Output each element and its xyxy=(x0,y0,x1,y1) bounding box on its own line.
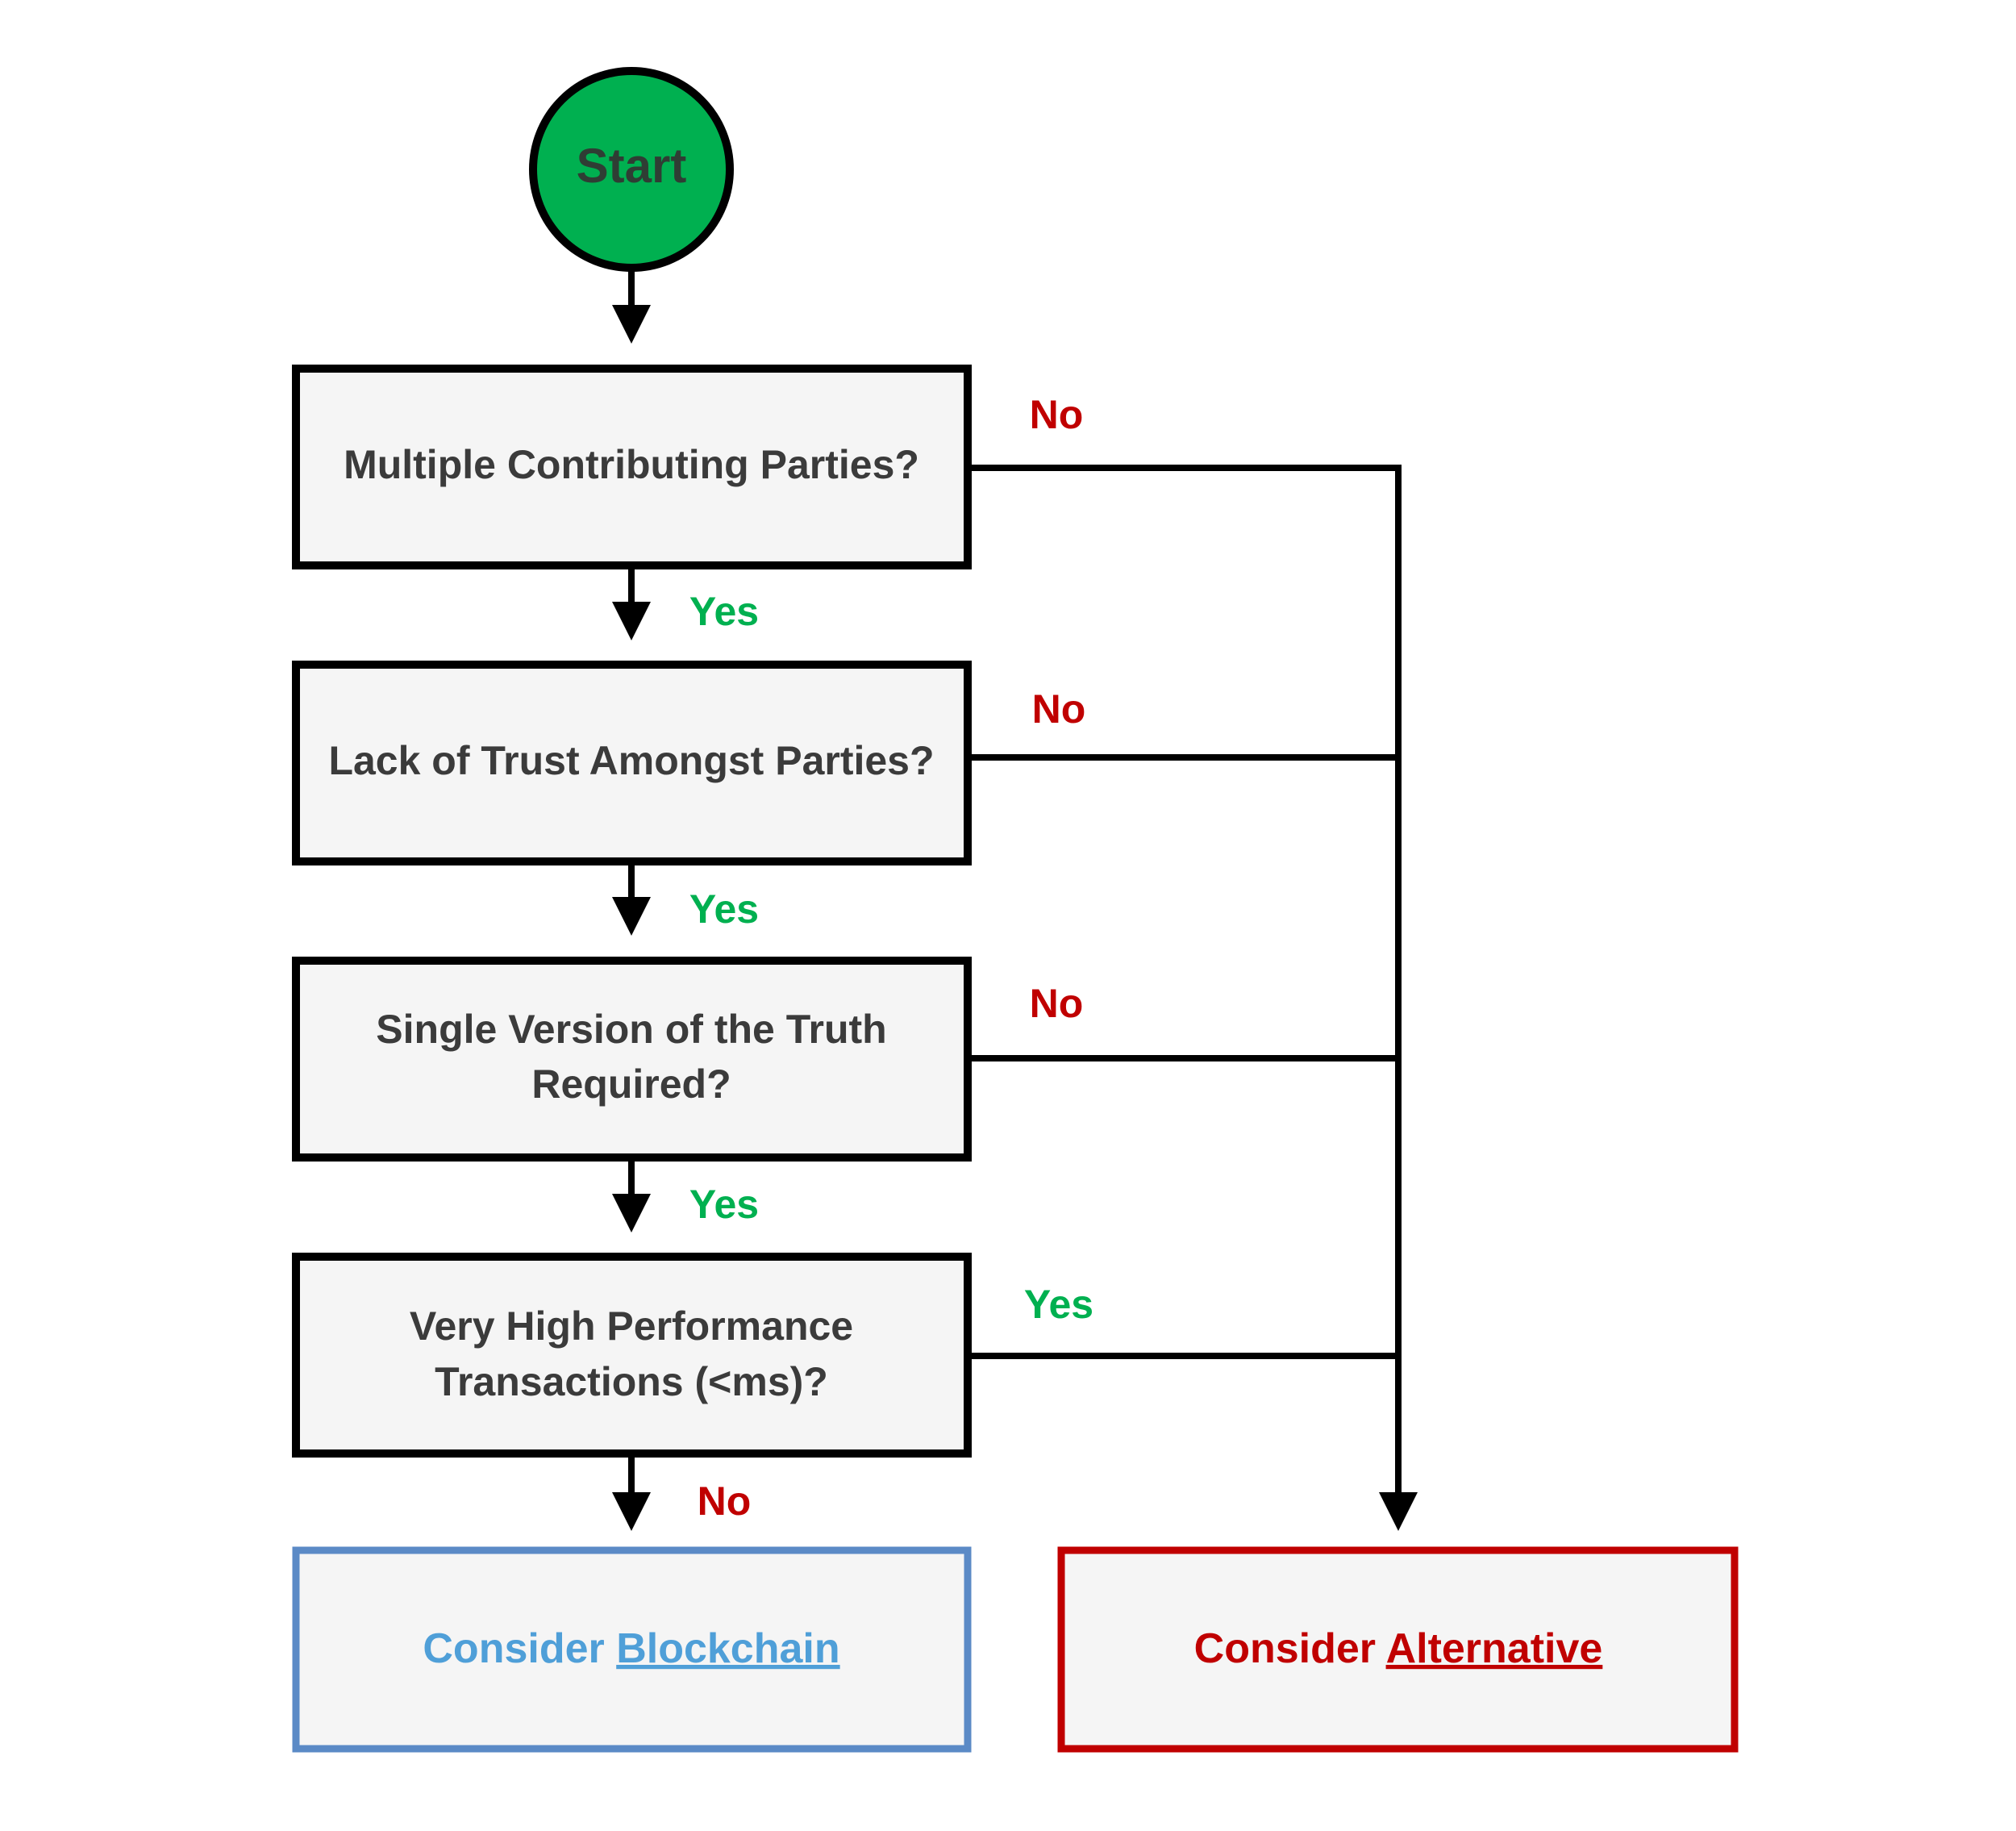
edge-label-q4-right: Yes xyxy=(1024,1282,1093,1327)
decision-text-single-version-line2: Required? xyxy=(531,1061,731,1107)
decision-text-multiple-parties: Multiple Contributing Parties? xyxy=(344,442,919,487)
decision-box-multiple-parties xyxy=(292,365,972,569)
edge-label-q3-down: Yes xyxy=(689,1182,759,1227)
edge-label-q4-down: No xyxy=(698,1479,752,1524)
outcome-box-blockchain xyxy=(292,1546,972,1753)
decision-text-high-performance-line1: Very High Performance xyxy=(410,1303,853,1349)
edge-label-q2-down: Yes xyxy=(689,886,759,932)
decision-text-high-performance-line2: Transactions (<ms)? xyxy=(435,1359,828,1404)
decision-box-lack-of-trust xyxy=(292,661,972,865)
edge-label-q2-right: No xyxy=(1032,686,1086,732)
outcome-text-blockchain: Consider Blockchain xyxy=(423,1625,839,1672)
edge-label-q1-down: Yes xyxy=(689,589,759,634)
outcome-box-alternative xyxy=(1057,1546,1739,1753)
outcome-blockchain-keyword: Blockchain xyxy=(616,1625,839,1672)
start-label: Start xyxy=(577,139,687,193)
outcome-text-alternative: Consider Alternative xyxy=(1194,1625,1603,1672)
decision-text-lack-of-trust: Lack of Trust Amongst Parties? xyxy=(328,738,934,783)
decision-text-single-version-line1: Single Version of the Truth xyxy=(376,1007,886,1052)
outcome-blockchain-prefix: Consider xyxy=(423,1625,616,1672)
outcome-alternative-prefix: Consider xyxy=(1194,1625,1386,1672)
outcome-alternative-keyword: Alternative xyxy=(1386,1625,1603,1672)
decision-box-single-version xyxy=(292,957,972,1162)
decision-box-high-performance xyxy=(292,1253,972,1458)
edge-label-q3-right: No xyxy=(1030,981,1084,1026)
edge-label-q1-right: No xyxy=(1030,392,1084,437)
